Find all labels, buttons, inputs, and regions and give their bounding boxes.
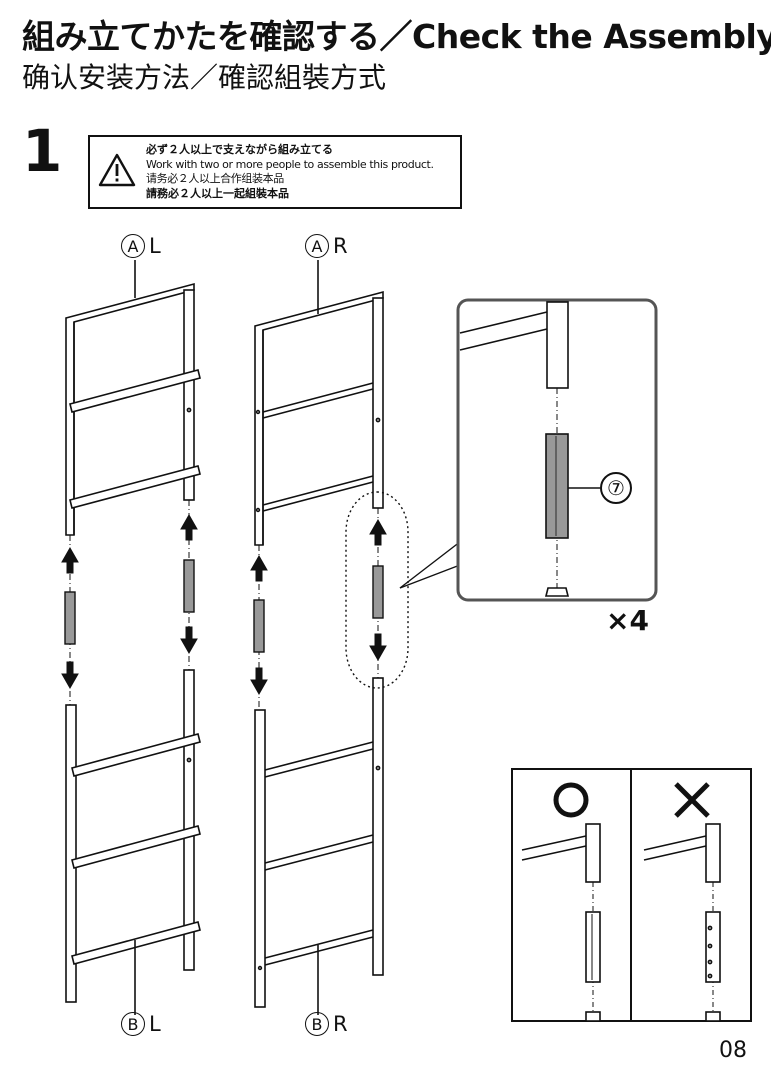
arrow-up-icon xyxy=(180,513,198,541)
connector-part xyxy=(372,565,384,619)
frame-a-right xyxy=(254,260,384,546)
part-letter: B xyxy=(121,1012,145,1036)
part-letter: B xyxy=(305,1012,329,1036)
page-number: 08 xyxy=(719,1038,747,1063)
part-side: L xyxy=(149,1012,161,1036)
frame-b-right xyxy=(254,677,384,1015)
detail-box xyxy=(456,298,658,602)
warning-line-jp: 必ず２人以上で支えながら組み立てる xyxy=(146,143,333,156)
frame-a-left xyxy=(65,260,201,536)
part-label-a-left: A L xyxy=(121,234,161,258)
arrow-down-icon xyxy=(369,633,387,662)
connector-part-detail xyxy=(545,433,569,539)
frame-b-left xyxy=(65,669,201,1015)
highlight-outline xyxy=(345,491,409,689)
connector-part xyxy=(183,559,195,613)
step-number: 1 xyxy=(22,117,63,185)
warning-line-zh-hant: 請務必２人以上一起組裝本品 xyxy=(146,186,289,200)
warning-line-en: Work with two or more people to assemble… xyxy=(146,157,434,171)
part-label-b-right: B R xyxy=(305,1012,348,1036)
arrow-down-icon xyxy=(61,661,79,690)
part-label-a-right: A R xyxy=(305,234,348,258)
page-subtitle: 确认安装方法／確認組裝方式 xyxy=(22,61,387,94)
warning-line-zh-hans: 请务必２人以上合作组装本品 xyxy=(146,172,284,185)
page-title: 組み立てかたを確認する／Check the Assembly xyxy=(22,17,771,56)
arrow-up-icon xyxy=(61,546,79,574)
warning-box: 必ず２人以上で支えながら組み立てる Work with two or more … xyxy=(88,135,462,209)
arrow-down-icon xyxy=(180,626,198,655)
quantity-label: ×4 xyxy=(606,604,649,637)
connector-part xyxy=(64,591,76,645)
arrow-up-icon xyxy=(250,554,268,582)
part-label-b-left: B L xyxy=(121,1012,161,1036)
part-letter: A xyxy=(121,234,145,258)
connector-part xyxy=(253,599,265,653)
correct-circle-icon xyxy=(553,782,589,818)
part-side: R xyxy=(333,1012,348,1036)
part-letter: A xyxy=(305,234,329,258)
connector-correct xyxy=(585,911,601,983)
warning-text: 必ず２人以上で支えながら組み立てる Work with two or more … xyxy=(146,143,434,201)
part-side: R xyxy=(333,234,348,258)
comparison-box xyxy=(511,768,752,1022)
warning-triangle-icon xyxy=(98,153,136,187)
wrong-cross-icon xyxy=(674,782,710,818)
part-number-callout: ⑦ xyxy=(600,472,632,504)
arrows xyxy=(61,513,387,696)
arrow-up-icon xyxy=(369,518,387,546)
arrow-down-icon xyxy=(250,667,268,696)
part-side: L xyxy=(149,234,161,258)
connectors xyxy=(64,559,384,653)
